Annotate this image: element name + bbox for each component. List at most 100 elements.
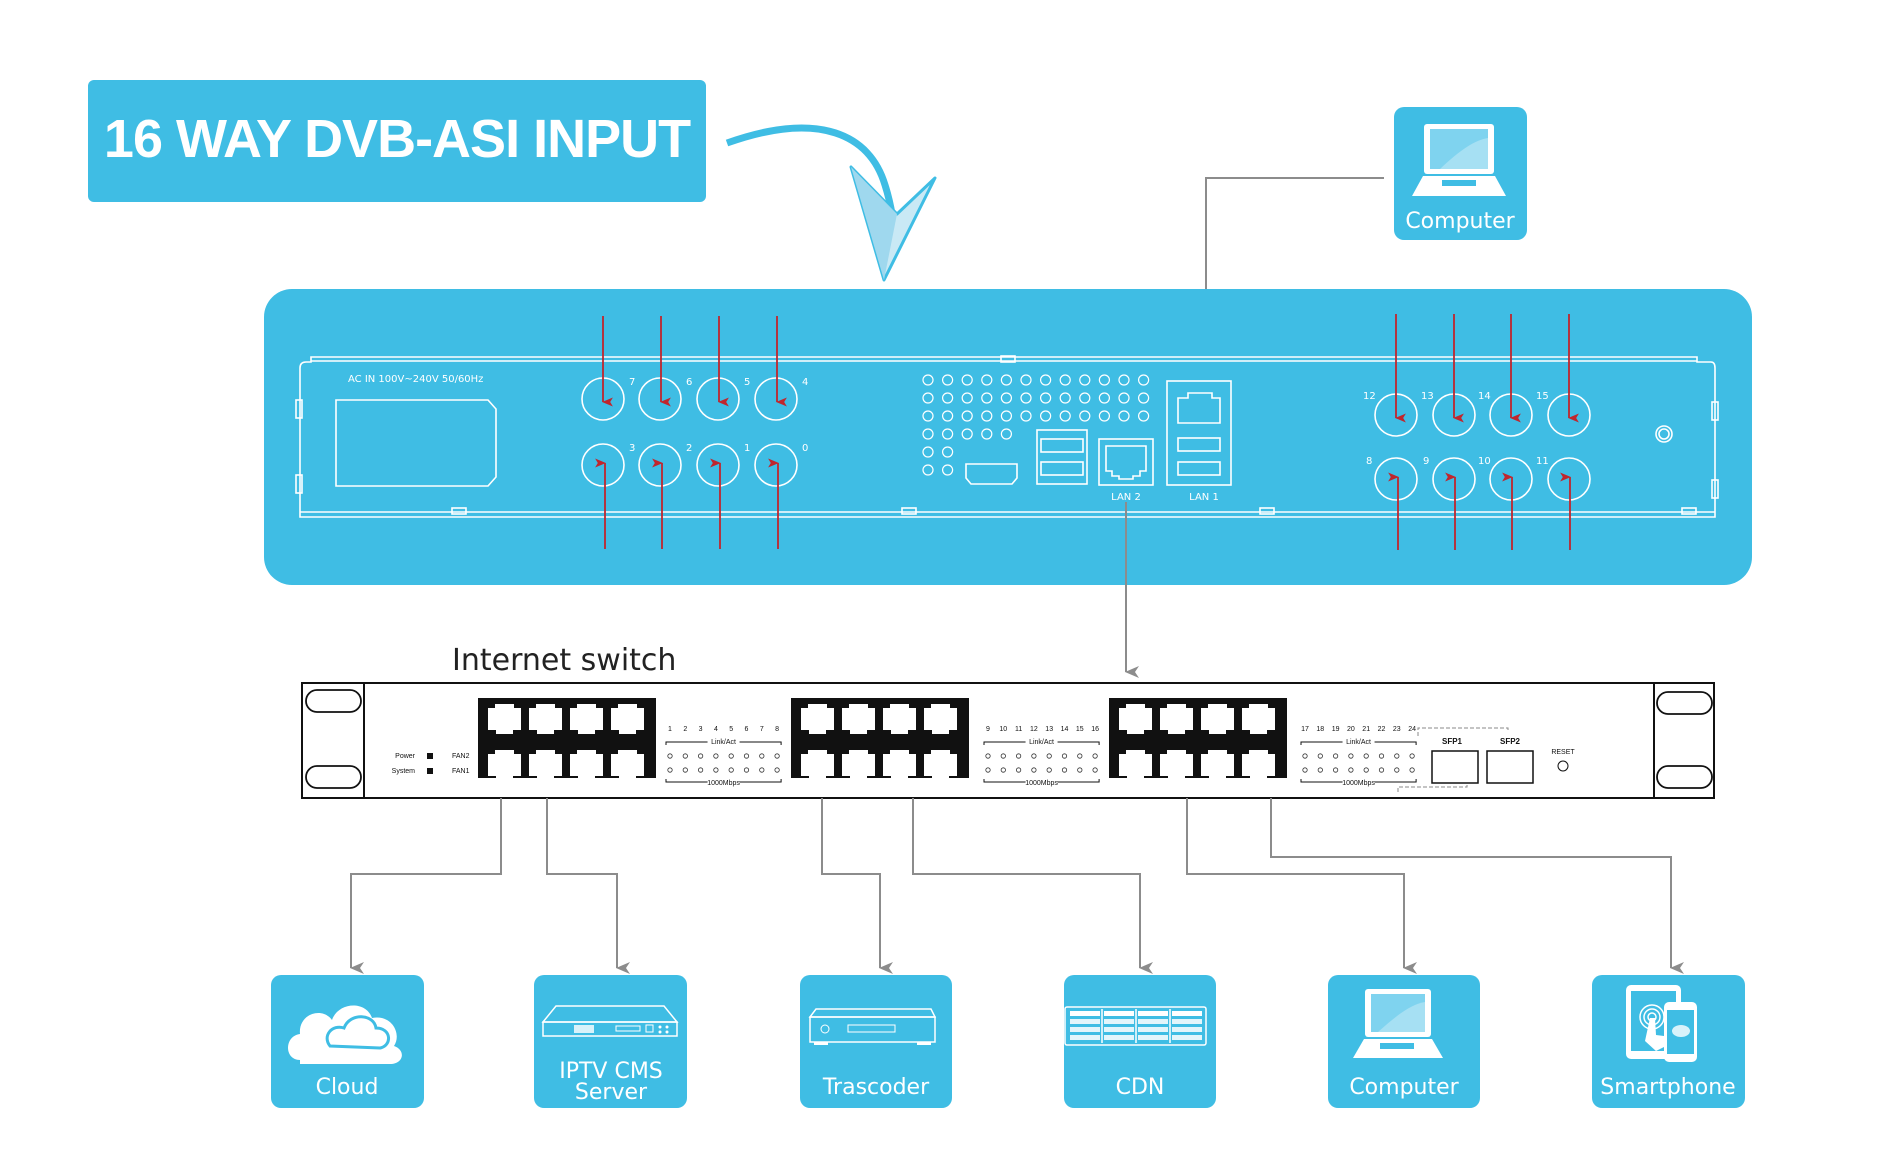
port-number-label: 3 xyxy=(699,726,703,733)
rj45-port[interactable] xyxy=(801,704,834,734)
rj45-port[interactable] xyxy=(611,704,644,734)
port-number-label: 6 xyxy=(745,726,749,733)
rack-server-icon xyxy=(541,1005,679,1037)
port-number-label: 2 xyxy=(683,726,687,733)
asi-port-label: 0 xyxy=(802,443,808,454)
set-top-box-icon xyxy=(808,1008,937,1045)
vent-hole xyxy=(1079,410,1091,422)
bracket xyxy=(665,779,782,783)
asi-port-label: 6 xyxy=(686,377,692,388)
vent-hole xyxy=(941,374,954,386)
port-number-label: 11 xyxy=(1015,726,1022,733)
rj45-port[interactable] xyxy=(529,750,562,780)
reset-button[interactable] xyxy=(1557,760,1569,772)
vent-hole xyxy=(941,428,954,440)
speed-led xyxy=(697,767,704,773)
rj45-port[interactable] xyxy=(883,750,916,780)
vent-hole xyxy=(941,446,954,458)
rj45-port[interactable] xyxy=(924,750,957,780)
vent-hole xyxy=(1098,410,1111,422)
speed-led xyxy=(1333,767,1339,773)
destination-label: IPTV CMS xyxy=(559,1059,663,1084)
vent-hole xyxy=(961,374,973,386)
rj45-port[interactable] xyxy=(1160,704,1193,734)
rj45-port[interactable] xyxy=(842,704,875,734)
rj45-port[interactable] xyxy=(1119,750,1152,780)
top-computer-box[interactable]: Computer xyxy=(1394,107,1527,240)
rj45-port[interactable] xyxy=(611,750,644,780)
drive-bay xyxy=(1172,1011,1202,1016)
rj45-port[interactable] xyxy=(883,704,916,734)
vent-hole xyxy=(1039,410,1052,422)
port-number-label: 12 xyxy=(1030,726,1038,733)
destination-computer[interactable]: Computer xyxy=(1328,975,1480,1108)
drive-bay xyxy=(1104,1035,1134,1040)
encoder-rear-panel: AC IN 100V~240V 50/60Hz 7 6 5 4 3 2 1 0 xyxy=(264,289,1752,585)
vent-hole xyxy=(1000,392,1013,404)
link-led xyxy=(667,753,673,759)
link-led xyxy=(1077,753,1083,759)
power-led-label: Power xyxy=(395,753,416,760)
rj45-port[interactable] xyxy=(924,704,957,734)
speed-led xyxy=(1000,767,1006,773)
rj45-port[interactable] xyxy=(488,750,521,780)
vent-hole xyxy=(922,374,934,386)
vent-hole xyxy=(1000,410,1013,422)
lan2-port[interactable]: LAN 2 xyxy=(1098,438,1154,503)
link-led xyxy=(774,753,780,759)
port-number-label: 5 xyxy=(729,726,733,733)
destination-label: Smartphone xyxy=(1600,1075,1735,1100)
link-led xyxy=(713,753,719,759)
port-number-label: 10 xyxy=(999,726,1007,733)
destination-iptv-cms-server[interactable]: IPTV CMS Server xyxy=(534,975,687,1108)
rj45-port[interactable] xyxy=(488,704,521,734)
port-number-label: 20 xyxy=(1347,726,1355,733)
bracket xyxy=(1300,779,1417,783)
vent-hole xyxy=(1059,392,1071,404)
rj45-port[interactable] xyxy=(1160,750,1193,780)
link-led xyxy=(1061,753,1068,759)
vent-hole xyxy=(1079,374,1091,386)
drive-bay xyxy=(1138,1035,1168,1040)
vent-hole xyxy=(922,392,934,404)
link-led xyxy=(1015,753,1022,759)
rj45-port[interactable] xyxy=(1201,704,1234,734)
vent-hole xyxy=(1059,374,1071,386)
rj45-port[interactable] xyxy=(801,750,834,780)
asi-ports-right: 12 13 14 15 8 9 10 11 xyxy=(1363,314,1591,550)
rj45-port[interactable] xyxy=(1119,704,1152,734)
speed-led xyxy=(1409,767,1415,773)
rj45-port[interactable] xyxy=(1242,750,1275,780)
bracket xyxy=(983,741,1100,745)
laptop-icon xyxy=(1353,989,1443,1058)
destination-smartphone[interactable]: Smartphone xyxy=(1592,975,1745,1108)
sfp1-port[interactable] xyxy=(1431,750,1479,784)
lan2-label: LAN 2 xyxy=(1111,492,1141,503)
vent-hole xyxy=(981,392,993,404)
link-led xyxy=(1394,753,1400,759)
destination-cloud[interactable]: Cloud xyxy=(271,975,424,1108)
port-number-label: 22 xyxy=(1378,726,1386,733)
vent-hole xyxy=(1098,392,1111,404)
speed-led xyxy=(774,767,780,773)
link-led xyxy=(682,753,688,759)
asi-port-label: 5 xyxy=(744,377,750,388)
vent-hole xyxy=(1118,392,1130,404)
destination-trascoder[interactable]: Trascoder xyxy=(800,975,952,1108)
rj45-port[interactable] xyxy=(842,750,875,780)
rj45-port[interactable] xyxy=(1201,750,1234,780)
rj45-port[interactable] xyxy=(529,704,562,734)
sfp2-port[interactable] xyxy=(1486,750,1534,784)
link-led xyxy=(1409,753,1415,759)
rj45-port[interactable] xyxy=(570,704,603,734)
sfp2-label: SFP2 xyxy=(1500,737,1521,746)
speed-led xyxy=(1046,767,1052,773)
destination-cdn[interactable]: CDN xyxy=(1064,975,1216,1108)
speed-led xyxy=(1092,767,1098,773)
asi-port-label: 15 xyxy=(1536,391,1549,402)
rj45-port[interactable] xyxy=(1242,704,1275,734)
vent-hole xyxy=(1020,392,1032,404)
lan1-port[interactable]: LAN 1 xyxy=(1166,380,1232,503)
rj45-port[interactable] xyxy=(570,750,603,780)
drive-bay xyxy=(1104,1019,1134,1024)
